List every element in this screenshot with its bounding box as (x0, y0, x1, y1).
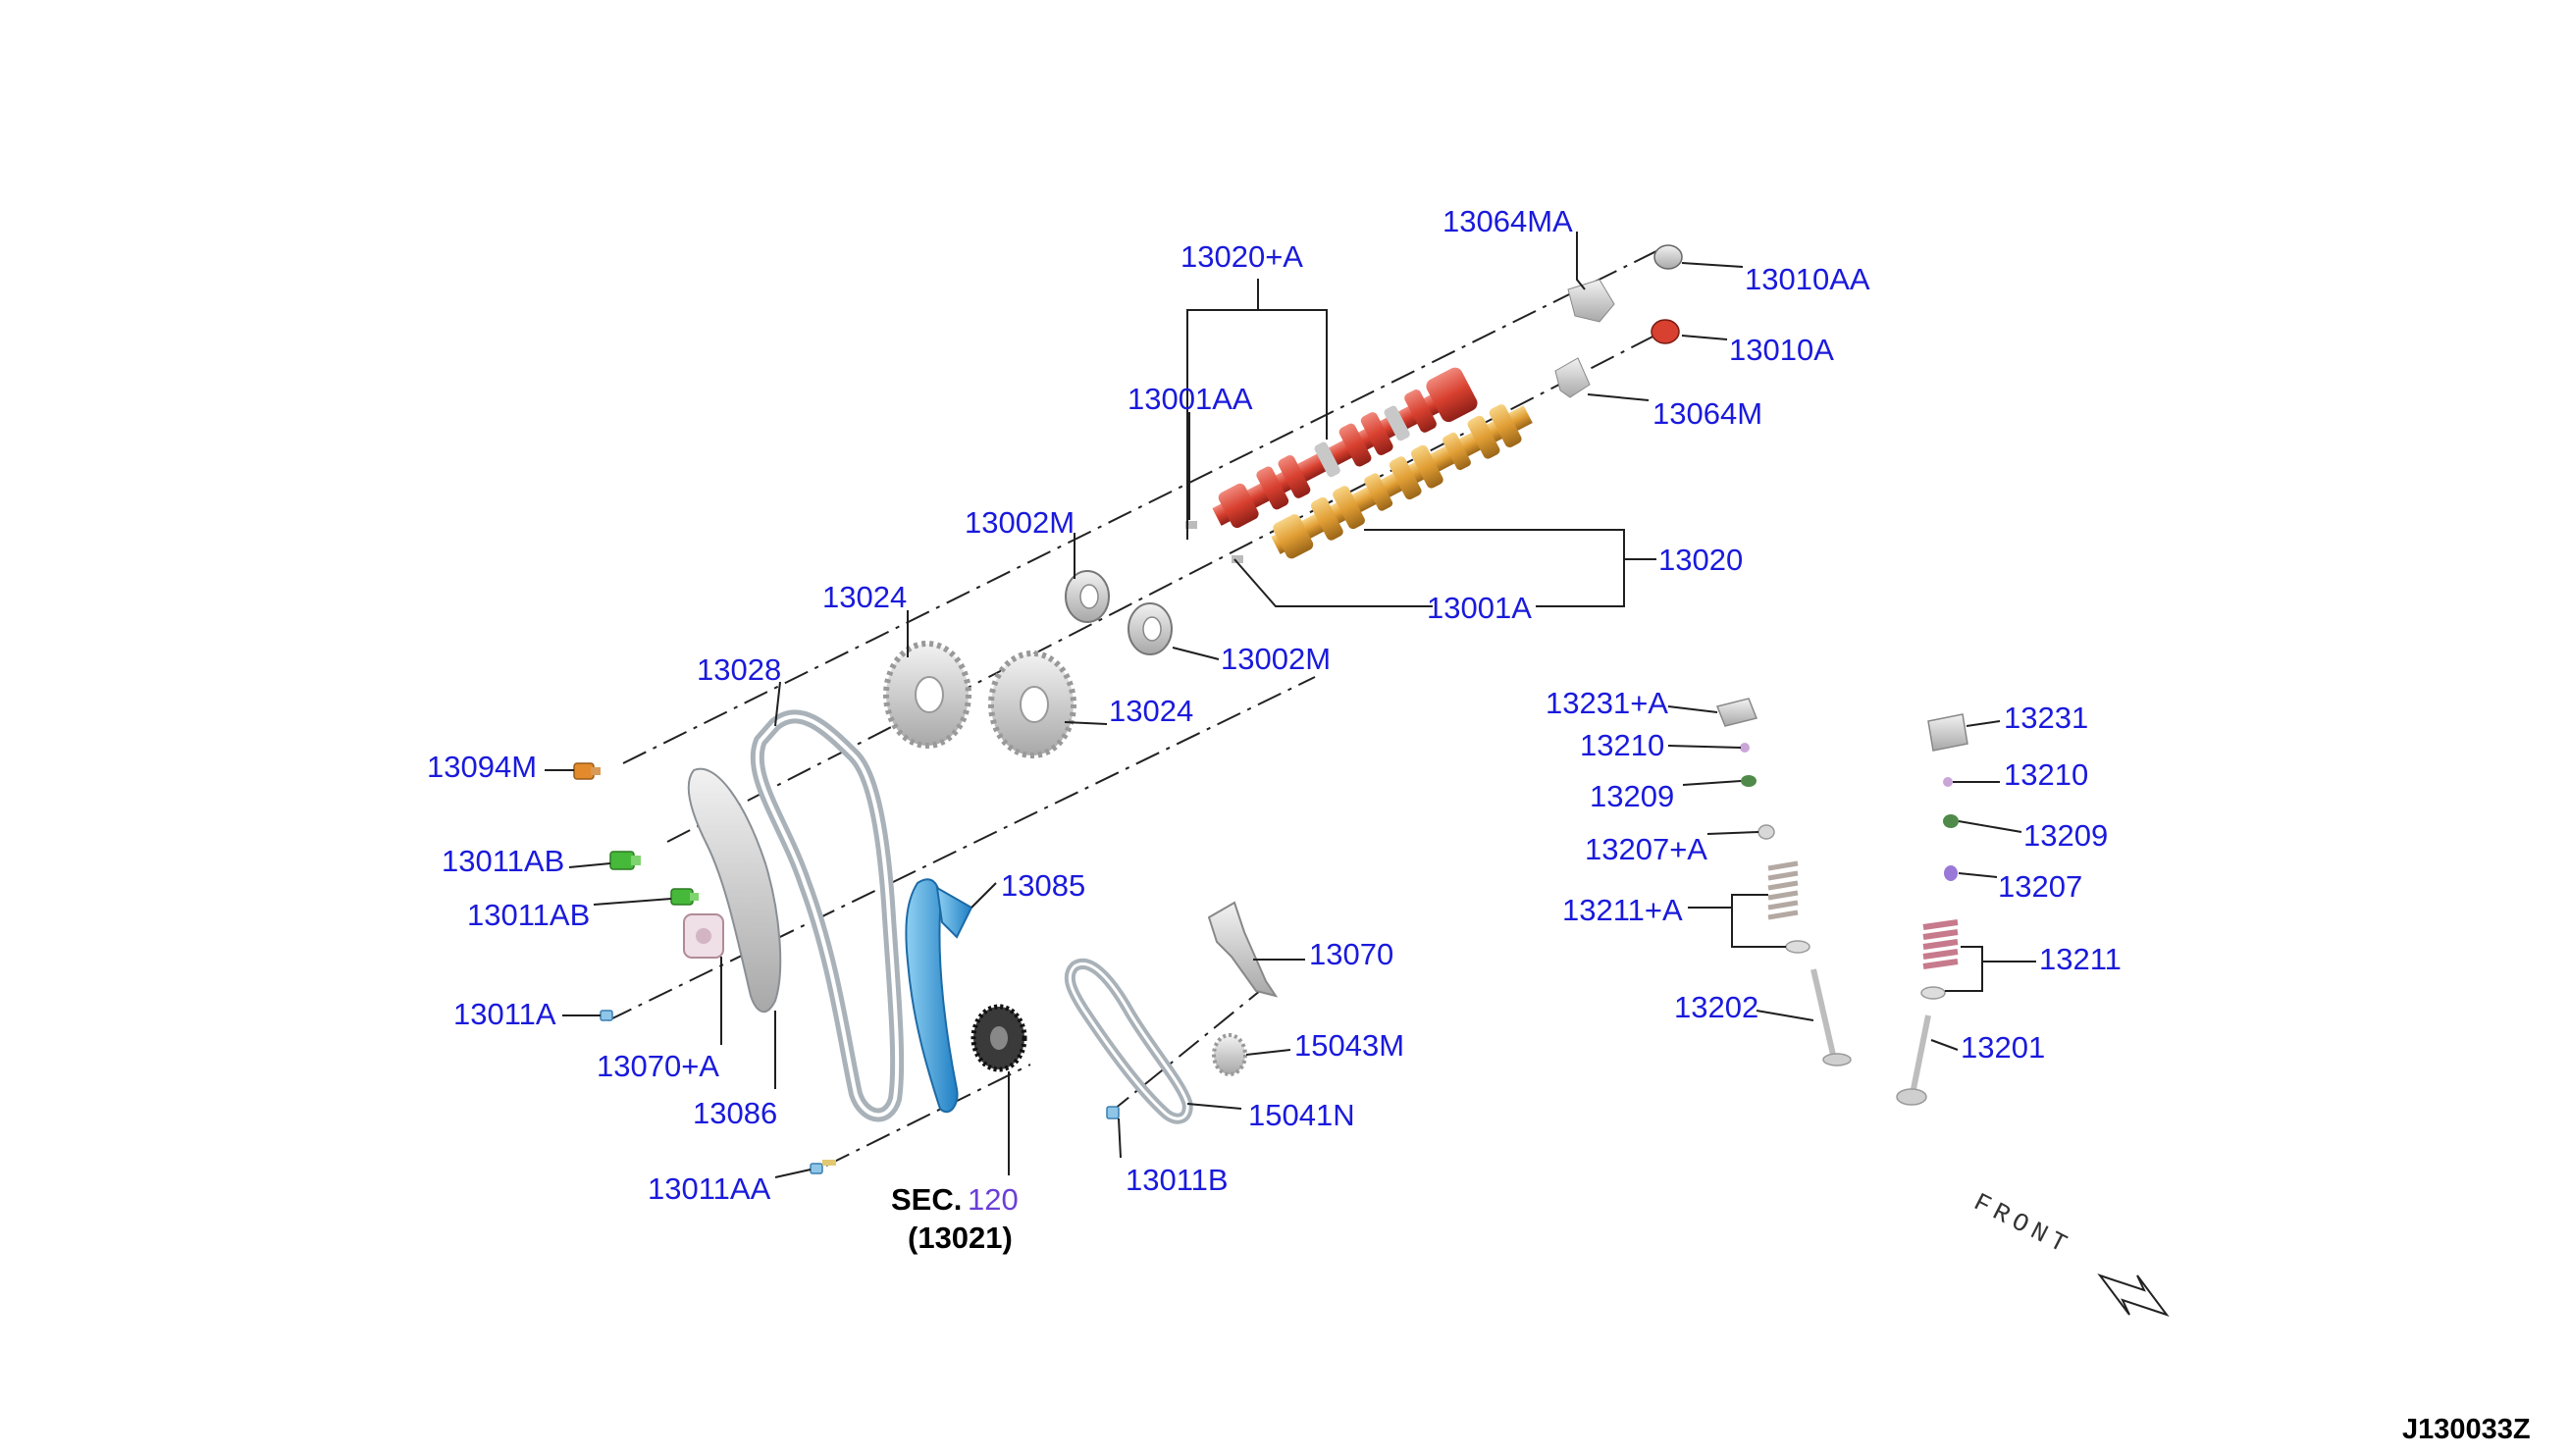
diagram-code: J130033Z (2402, 1414, 2531, 1445)
label-13011a: 13011A (453, 997, 556, 1031)
exhaust-camshaft (1271, 404, 1533, 559)
label-sec-number[interactable]: 120 (968, 1182, 1019, 1217)
label-13011b: 13011B (1126, 1163, 1229, 1197)
valve-keeper-left (1740, 743, 1750, 753)
oil-pump-tensioner (1207, 901, 1279, 998)
cam-position-bracket-lower (1554, 357, 1591, 398)
valve-spring-right (1920, 919, 1959, 1000)
label-13011ab-upper: 13011AB (442, 844, 564, 878)
label-13064m: 13064M (1652, 396, 1762, 431)
bolt-13011ab-upper (609, 851, 641, 870)
label-13201: 13201 (1961, 1030, 2045, 1065)
oil-pump-chain (1064, 958, 1193, 1124)
label-15043m: 15043M (1294, 1028, 1404, 1063)
label-13010a: 13010A (1729, 333, 1834, 367)
valve-seal-right (1944, 865, 1958, 881)
valve-keeper-right (1943, 777, 1953, 787)
label-13011ab-lower: 13011AB (467, 898, 590, 932)
cam-seal-upper (1065, 570, 1110, 623)
intake-camshaft (1212, 367, 1478, 529)
crank-sprocket (970, 1004, 1027, 1072)
chain-guide (687, 767, 782, 1014)
valve-lifter-right (1927, 713, 1968, 752)
label-13210-left: 13210 (1580, 728, 1664, 762)
leader-lines (545, 232, 2036, 1178)
bolt-13011aa (810, 1160, 836, 1174)
label-13085: 13085 (1001, 868, 1085, 903)
label-13070: 13070 (1309, 937, 1393, 971)
valve-retainer-left (1741, 775, 1757, 787)
valve-right (1896, 1014, 1931, 1106)
cam-sprocket-lower (988, 650, 1076, 758)
label-13020: 13020 (1658, 543, 1743, 577)
label-13210-right: 13210 (2004, 757, 2088, 792)
bolt-13094m (573, 762, 601, 780)
label-13211a: 13211+A (1562, 893, 1683, 927)
front-indicator: FRONT (1968, 1187, 2170, 1317)
label-13002m-bottom: 13002M (1221, 642, 1331, 676)
label-13028: 13028 (697, 652, 781, 687)
front-label: FRONT (1968, 1187, 2076, 1262)
label-13011aa: 13011AA (648, 1171, 771, 1206)
label-13094m: 13094M (427, 750, 537, 784)
label-13064ma: 13064MA (1442, 204, 1573, 238)
timing-chain (750, 709, 905, 1122)
dowel-pin-upper (1185, 521, 1197, 529)
cam-sprocket-upper (883, 641, 971, 749)
bolt-13011a (600, 1010, 613, 1021)
label-13231a: 13231+A (1546, 686, 1668, 720)
label-sec-sub: (13021) (908, 1221, 1013, 1255)
label-13010aa: 13010AA (1745, 262, 1870, 296)
valve-retainer-right (1943, 814, 1959, 828)
label-13211: 13211 (2039, 942, 2122, 976)
label-sec-prefix: SEC. (891, 1182, 962, 1217)
label-13001a: 13001A (1427, 591, 1532, 625)
part-labels: 13064MA 13010AA 13020+A 13010A 13001AA 1… (427, 204, 2122, 1255)
front-arrow-icon (2097, 1274, 2170, 1317)
cam-seal-lower (1128, 602, 1173, 655)
label-13207: 13207 (1998, 869, 2082, 904)
bolt-13011b (1106, 1106, 1120, 1119)
label-13209-right: 13209 (2023, 818, 2108, 853)
cam-sensor-cap-upper (1653, 244, 1683, 270)
label-13002m-top: 13002M (965, 505, 1075, 540)
cam-position-bracket-upper (1567, 279, 1615, 323)
label-13070a: 13070+A (597, 1049, 719, 1083)
chain-tensioner (683, 913, 724, 959)
bolt-13011ab-lower (670, 888, 699, 906)
dowel-pin-lower (1232, 555, 1243, 563)
label-13086: 13086 (693, 1096, 777, 1130)
label-13024-top: 13024 (822, 580, 907, 614)
label-13209-left: 13209 (1590, 779, 1674, 813)
valve-seal-left (1757, 824, 1775, 840)
tensioner-arm (905, 878, 973, 1114)
label-13207a: 13207+A (1585, 832, 1707, 866)
label-13020a: 13020+A (1180, 239, 1303, 274)
valve-lifter-left (1715, 698, 1758, 727)
valve-spring-left (1767, 860, 1810, 954)
label-13231: 13231 (2004, 701, 2088, 735)
label-13202: 13202 (1674, 990, 1758, 1024)
label-13001aa: 13001AA (1128, 382, 1253, 416)
cam-sensor-cap-lower (1651, 319, 1680, 344)
oil-pump-sprocket (1212, 1033, 1247, 1076)
label-15041n: 15041N (1248, 1098, 1355, 1132)
valve-left (1810, 968, 1852, 1066)
label-13024-bottom: 13024 (1109, 694, 1193, 728)
